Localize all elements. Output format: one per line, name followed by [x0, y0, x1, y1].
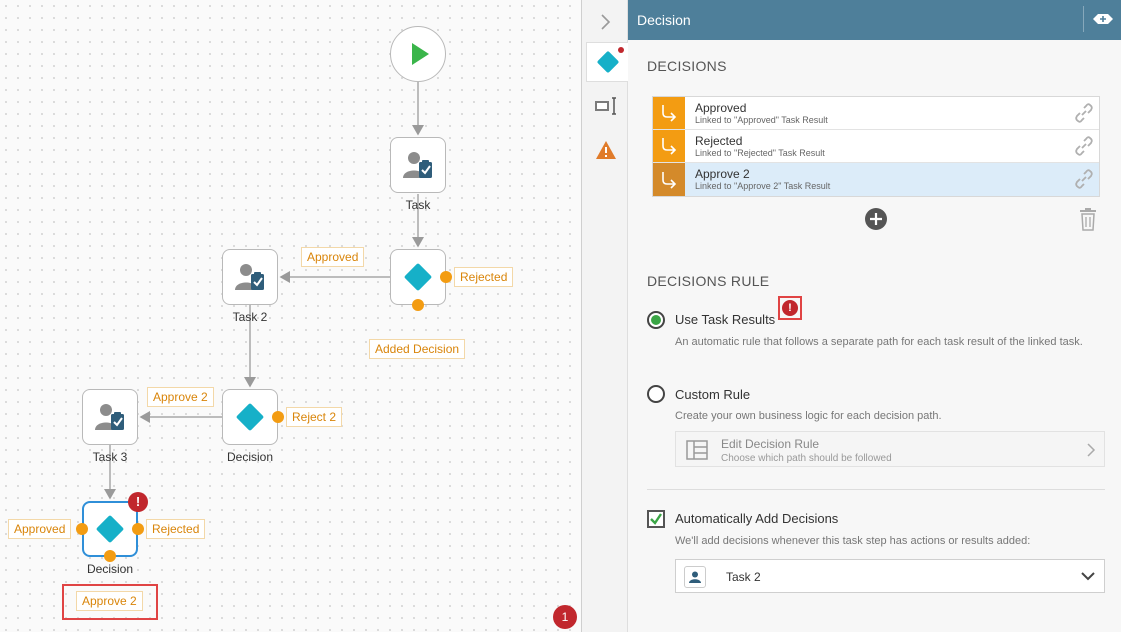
path-tag-approve-2-new[interactable]: Approve 2 [76, 591, 143, 611]
play-icon [412, 43, 429, 65]
header-action-button[interactable] [1083, 6, 1121, 32]
decision-name: Rejected [695, 133, 743, 148]
workflow-canvas[interactable]: Task Approved Rejected Added Decision Ta… [0, 0, 582, 632]
path-tag-approved-3[interactable]: Approved [8, 519, 72, 539]
connector-lines [104, 82, 424, 500]
edit-rule-subtitle: Choose which path should be followed [721, 453, 892, 464]
delete-decision-button[interactable] [1078, 207, 1098, 231]
tab-form-fields[interactable] [586, 86, 626, 126]
task-node-1-label: Task [405, 198, 431, 212]
decision-node-3-selected[interactable] [82, 501, 138, 557]
decision-node-2[interactable] [222, 389, 278, 445]
add-decision-button[interactable] [864, 207, 888, 231]
warning-icon [596, 141, 616, 159]
task-user-icon [95, 404, 124, 430]
branch-arrow-icon [653, 97, 685, 129]
tab-decision-properties[interactable] [586, 42, 628, 82]
task-select-value: Task 2 [726, 570, 761, 584]
tab-warnings[interactable] [586, 130, 626, 170]
decision-link-text: Linked to "Approved" Task Result [695, 114, 828, 125]
collapse-panel-button[interactable] [586, 2, 626, 42]
start-node[interactable] [390, 26, 446, 82]
error-icon[interactable]: ! [782, 300, 798, 316]
expand-icon [1092, 14, 1113, 24]
panel-header: Decision [628, 0, 1121, 40]
property-tabs-rail [582, 0, 628, 632]
use-task-results-radio[interactable] [647, 311, 665, 329]
path-tag-added-decision[interactable]: Added Decision [369, 339, 466, 359]
path-tag-approved[interactable]: Approved [301, 247, 365, 267]
use-task-results-description: An automatic rule that follows a separat… [675, 336, 1083, 348]
rule-error-highlight: ! [778, 296, 802, 320]
decision-diamond-icon [235, 402, 265, 432]
branch-arrow-icon [653, 130, 685, 162]
decision-row-selected[interactable]: Approve 2 Linked to "Approve 2" Task Res… [653, 163, 1099, 196]
decisions-list: Approved Linked to "Approved" Task Resul… [652, 96, 1100, 197]
tab-error-dot [618, 47, 624, 53]
trash-icon [1080, 208, 1096, 231]
checkmark-icon [650, 513, 662, 525]
task-user-icon [403, 152, 432, 178]
edit-decision-rule-button[interactable]: Edit Decision Rule Choose which path sho… [675, 431, 1105, 467]
chevron-right-icon [1087, 443, 1096, 457]
decision-diamond-icon [403, 262, 433, 292]
task-node-3-label: Task 3 [92, 450, 128, 464]
error-count-badge[interactable]: 1 [553, 605, 577, 629]
task-user-icon [235, 264, 264, 290]
decision-name: Approve 2 [695, 167, 750, 181]
decision-node-2-label: Decision [226, 450, 274, 464]
user-icon [684, 566, 706, 588]
decision-link-text: Linked to "Approve 2" Task Result [695, 181, 831, 191]
decision-3-port-right[interactable] [132, 523, 144, 535]
task-node-3[interactable] [82, 389, 138, 445]
decision-link-text: Linked to "Rejected" Task Result [695, 147, 825, 158]
decision-row[interactable]: Approved Linked to "Approved" Task Resul… [653, 97, 1099, 130]
text-field-icon [595, 97, 616, 115]
task-node-2[interactable] [222, 249, 278, 305]
link-icon[interactable] [1073, 135, 1095, 160]
section-divider [647, 489, 1105, 490]
decision-3-port-left[interactable] [76, 523, 88, 535]
plus-circle-icon [865, 208, 887, 230]
decision-1-port-bottom[interactable] [412, 299, 424, 311]
decision-2-port-right[interactable] [272, 411, 284, 423]
decision-3-port-bottom[interactable] [104, 550, 116, 562]
decision-name: Approved [695, 100, 747, 115]
decision-node-3-label: Decision [86, 562, 134, 576]
properties-panel: Decision DECISIONS Approved Linked to "A… [628, 0, 1121, 632]
edit-rule-title: Edit Decision Rule [721, 437, 820, 451]
custom-rule-label: Custom Rule [675, 387, 751, 402]
link-icon[interactable] [1073, 102, 1095, 127]
auto-add-decisions-label: Automatically Add Decisions [675, 511, 839, 526]
rule-layout-icon [686, 440, 708, 460]
decisions-heading: DECISIONS [647, 58, 727, 74]
link-icon[interactable] [1073, 168, 1095, 193]
panel-title: Decision [637, 12, 691, 28]
decision-diamond-icon [95, 514, 125, 544]
path-tag-rejected[interactable]: Rejected [454, 267, 514, 287]
chevron-right-icon [601, 14, 611, 30]
decisions-rule-heading: DECISIONS RULE [647, 273, 770, 289]
custom-rule-radio[interactable] [647, 385, 665, 403]
path-tag-approve-2[interactable]: Approve 2 [147, 387, 214, 407]
branch-arrow-icon [653, 163, 685, 196]
highlight-box [62, 584, 158, 620]
task-node-1[interactable] [390, 137, 446, 193]
auto-add-decisions-checkbox[interactable] [647, 510, 665, 528]
path-tag-reject-2[interactable]: Reject 2 [286, 407, 343, 427]
decision-1-port-right[interactable] [440, 271, 452, 283]
task-select-dropdown[interactable]: Task 2 [675, 559, 1105, 593]
custom-rule-description: Create your own business logic for each … [675, 410, 942, 422]
path-tag-rejected-3[interactable]: Rejected [146, 519, 206, 539]
task-node-2-label: Task 2 [232, 310, 268, 324]
node-error-icon[interactable]: ! [128, 492, 148, 512]
decision-row[interactable]: Rejected Linked to "Rejected" Task Resul… [653, 130, 1099, 163]
use-task-results-label: Use Task Results [675, 312, 776, 327]
chevron-down-icon [1081, 572, 1095, 581]
decision-node-1[interactable] [390, 249, 446, 305]
auto-add-decisions-description: We'll add decisions whenever this task s… [675, 535, 1031, 547]
decision-diamond-icon [596, 50, 619, 74]
